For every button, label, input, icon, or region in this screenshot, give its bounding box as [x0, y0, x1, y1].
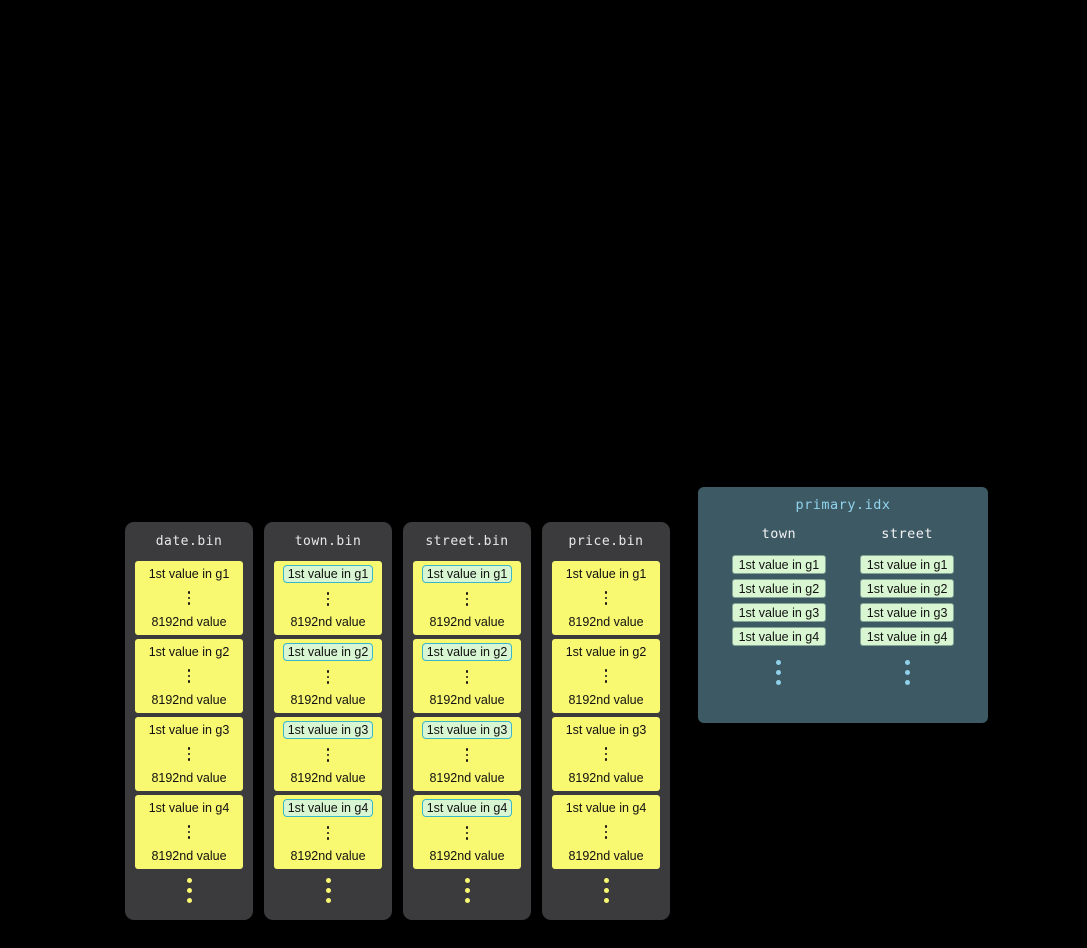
granule-g4: 1st value in g4 8192nd value — [413, 795, 521, 869]
index-column-header: street — [881, 526, 933, 542]
index-entry: 1st value in g3 — [731, 603, 827, 622]
granule-first-value-highlighted: 1st value in g1 — [282, 565, 374, 584]
granule-g3: 1st value in g3 8192nd value — [552, 717, 660, 791]
granule-first-value: 1st value in g2 — [565, 645, 647, 659]
granule-g2: 1st value in g2 8192nd value — [413, 639, 521, 713]
granule-last-value: 8192nd value — [568, 614, 644, 629]
granule-first-value: 1st value in g3 — [148, 723, 230, 737]
ellipsis-icon — [187, 669, 191, 683]
bin-town: town.bin 1st value in g1 8192nd value 1s… — [264, 522, 392, 920]
granule-g3: 1st value in g3 8192nd value — [413, 717, 521, 791]
granule-last-value: 8192nd value — [568, 692, 644, 707]
granule-list: 1st value in g1 8192nd value 1st value i… — [542, 561, 670, 869]
ellipsis-icon — [187, 825, 191, 839]
ellipsis-icon — [604, 747, 608, 761]
index-column-street: street 1st value in g1 1st value in g2 1… — [859, 526, 955, 685]
granule-list: 1st value in g1 8192nd value 1st value i… — [125, 561, 253, 869]
granule-g1: 1st value in g1 8192nd value — [135, 561, 243, 635]
more-entries-ellipsis-icon — [776, 660, 782, 685]
index-entry: 1st value in g1 — [731, 555, 827, 574]
bin-title: town.bin — [294, 534, 362, 549]
more-entries-ellipsis-icon — [904, 660, 910, 685]
granule-first-value-highlighted: 1st value in g4 — [421, 799, 513, 818]
granule-first-value-highlighted: 1st value in g2 — [282, 643, 374, 662]
primary-index-columns: town 1st value in g1 1st value in g2 1st… — [698, 526, 988, 685]
granule-g2: 1st value in g2 8192nd value — [135, 639, 243, 713]
granule-first-value-highlighted: 1st value in g2 — [421, 643, 513, 662]
index-column-town: town 1st value in g1 1st value in g2 1st… — [731, 526, 827, 685]
granule-last-value: 8192nd value — [151, 692, 227, 707]
granule-first-value: 1st value in g4 — [148, 801, 230, 815]
more-granules-ellipsis-icon — [264, 878, 392, 903]
granule-first-value-highlighted: 1st value in g3 — [282, 721, 374, 740]
more-granules-ellipsis-icon — [403, 878, 531, 903]
granule-last-value: 8192nd value — [151, 770, 227, 785]
ellipsis-icon — [326, 592, 330, 606]
granule-first-value: 1st value in g1 — [148, 567, 230, 581]
granule-list: 1st value in g1 8192nd value 1st value i… — [264, 561, 392, 869]
granule-g1: 1st value in g1 8192nd value — [552, 561, 660, 635]
ellipsis-icon — [326, 670, 330, 684]
bin-street: street.bin 1st value in g1 8192nd value … — [403, 522, 531, 920]
granule-first-value: 1st value in g3 — [565, 723, 647, 737]
granule-first-value: 1st value in g2 — [148, 645, 230, 659]
granule-last-value: 8192nd value — [290, 692, 366, 707]
granule-last-value: 8192nd value — [151, 848, 227, 863]
granule-first-value-highlighted: 1st value in g3 — [421, 721, 513, 740]
granule-last-value: 8192nd value — [429, 692, 505, 707]
index-entry: 1st value in g2 — [731, 579, 827, 598]
granule-g3: 1st value in g3 8192nd value — [274, 717, 382, 791]
bin-price: price.bin 1st value in g1 8192nd value 1… — [542, 522, 670, 920]
ellipsis-icon — [187, 747, 191, 761]
granule-g2: 1st value in g2 8192nd value — [274, 639, 382, 713]
granule-last-value: 8192nd value — [429, 848, 505, 863]
ellipsis-icon — [465, 670, 469, 684]
granule-g4: 1st value in g4 8192nd value — [274, 795, 382, 869]
granule-first-value: 1st value in g4 — [565, 801, 647, 815]
primary-index-panel: primary.idx town 1st value in g1 1st val… — [698, 487, 988, 723]
ellipsis-icon — [465, 592, 469, 606]
ellipsis-icon — [604, 825, 608, 839]
ellipsis-icon — [465, 826, 469, 840]
index-entry: 1st value in g3 — [859, 603, 955, 622]
granule-last-value: 8192nd value — [568, 770, 644, 785]
more-granules-ellipsis-icon — [125, 878, 253, 903]
index-entry: 1st value in g2 — [859, 579, 955, 598]
granule-last-value: 8192nd value — [429, 770, 505, 785]
bin-title: date.bin — [155, 534, 223, 549]
granule-first-value: 1st value in g1 — [565, 567, 647, 581]
granule-g4: 1st value in g4 8192nd value — [552, 795, 660, 869]
more-granules-ellipsis-icon — [542, 878, 670, 903]
index-column-header: town — [761, 526, 797, 542]
bin-date: date.bin 1st value in g1 8192nd value 1s… — [125, 522, 253, 920]
ellipsis-icon — [604, 669, 608, 683]
granule-g1: 1st value in g1 8192nd value — [413, 561, 521, 635]
index-entry: 1st value in g1 — [859, 555, 955, 574]
granule-g3: 1st value in g3 8192nd value — [135, 717, 243, 791]
primary-index-title: primary.idx — [795, 497, 891, 513]
granule-first-value-highlighted: 1st value in g4 — [282, 799, 374, 818]
index-entry: 1st value in g4 — [859, 627, 955, 646]
ellipsis-icon — [465, 748, 469, 762]
granule-list: 1st value in g1 8192nd value 1st value i… — [403, 561, 531, 869]
granule-last-value: 8192nd value — [290, 848, 366, 863]
bin-title: street.bin — [425, 534, 509, 549]
index-entry: 1st value in g4 — [731, 627, 827, 646]
granule-last-value: 8192nd value — [151, 614, 227, 629]
ellipsis-icon — [326, 748, 330, 762]
granule-first-value-highlighted: 1st value in g1 — [421, 565, 513, 584]
ellipsis-icon — [187, 591, 191, 605]
granule-last-value: 8192nd value — [429, 614, 505, 629]
granule-g2: 1st value in g2 8192nd value — [552, 639, 660, 713]
granule-last-value: 8192nd value — [568, 848, 644, 863]
granule-last-value: 8192nd value — [290, 770, 366, 785]
ellipsis-icon — [326, 826, 330, 840]
granule-g1: 1st value in g1 8192nd value — [274, 561, 382, 635]
granule-last-value: 8192nd value — [290, 614, 366, 629]
bin-title: price.bin — [568, 534, 644, 549]
ellipsis-icon — [604, 591, 608, 605]
granule-g4: 1st value in g4 8192nd value — [135, 795, 243, 869]
